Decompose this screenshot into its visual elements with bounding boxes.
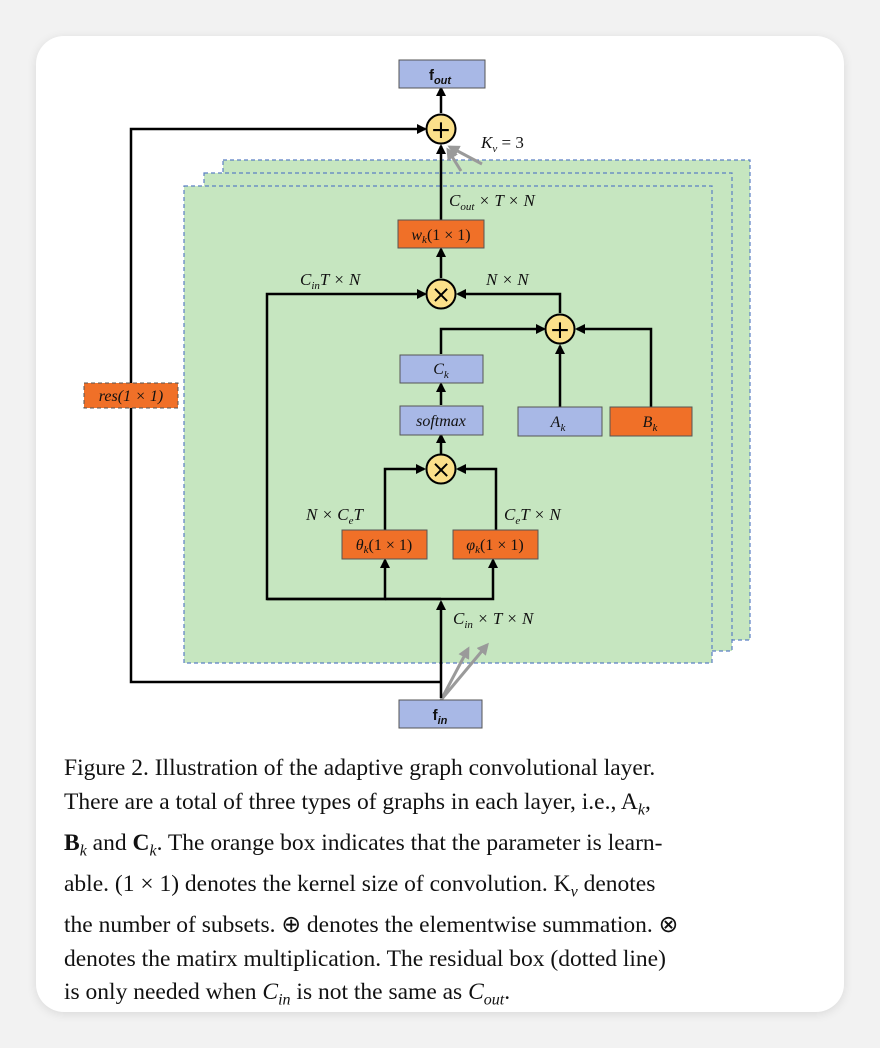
svg-text:softmax: softmax bbox=[416, 413, 466, 430]
box-theta: θk(1 × 1) bbox=[341, 529, 428, 560]
svg-text:fin: fin bbox=[433, 707, 448, 727]
box-bk: Bk bbox=[609, 406, 693, 437]
box-ck: Ck bbox=[399, 354, 484, 384]
op-times-low: × bbox=[425, 453, 457, 485]
caption-line: There are a total of three types of grap… bbox=[64, 788, 651, 819]
op-plus-top: + bbox=[425, 113, 457, 145]
label-n-x-n: N × N bbox=[485, 270, 530, 289]
caption-line: denotes the matirx multiplication. The r… bbox=[64, 945, 666, 972]
connections bbox=[265, 86, 653, 698]
caption-line: the number of subsets. ⊕ denotes the ele… bbox=[64, 912, 679, 939]
op-plus-graph: + bbox=[544, 313, 576, 345]
subset-arrows bbox=[439, 145, 489, 701]
caption-line: Figure 2. Illustration of the adaptive g… bbox=[64, 755, 656, 781]
plus-symbol: + bbox=[431, 115, 452, 144]
svg-text:Ak: Ak bbox=[550, 414, 567, 434]
svg-text:φk(1 × 1): φk(1 × 1) bbox=[466, 537, 523, 556]
label-n-ce-t: N × CeT bbox=[305, 505, 365, 527]
box-ak: Ak bbox=[517, 406, 603, 437]
op-times-mid: × bbox=[425, 278, 457, 310]
times-symbol: × bbox=[431, 281, 451, 309]
caption-line: able. (1 × 1) denotes the kernel size of… bbox=[64, 870, 656, 901]
box-phi: φk(1 × 1) bbox=[452, 529, 539, 560]
plus-symbol: + bbox=[550, 315, 571, 344]
box-f-in: fin bbox=[398, 699, 483, 729]
box-wk: wk(1 × 1) bbox=[397, 219, 485, 249]
figure-caption: Figure 2. Illustration of the adaptive g… bbox=[64, 752, 792, 1017]
svg-text:Ck: Ck bbox=[433, 361, 450, 381]
box-softmax: softmax bbox=[399, 405, 484, 436]
box-res: res(1 × 1) bbox=[83, 382, 179, 409]
times-symbol: × bbox=[431, 456, 451, 484]
caption-line: Bk and Ck. The orange box indicates that… bbox=[64, 829, 663, 860]
label-cin-tn-bottom: Cin × T × N bbox=[453, 609, 535, 631]
caption-line: is only needed when Cin is not the same … bbox=[64, 979, 511, 1009]
label-ce-t-n: CeT × N bbox=[504, 505, 562, 527]
svg-text:Bk: Bk bbox=[643, 414, 659, 434]
svg-text:wk(1 × 1): wk(1 × 1) bbox=[411, 227, 470, 246]
svg-text:res(1 × 1): res(1 × 1) bbox=[99, 388, 163, 405]
label-kv: Kv = 3 bbox=[480, 133, 524, 155]
box-f-out: fout bbox=[398, 59, 486, 89]
label-cout-tn: Cout × T × N bbox=[449, 191, 536, 213]
label-cin-tn-left: CinT × N bbox=[300, 270, 362, 292]
svg-text:θk(1 × 1): θk(1 × 1) bbox=[356, 537, 412, 556]
svg-text:fout: fout bbox=[429, 67, 452, 87]
